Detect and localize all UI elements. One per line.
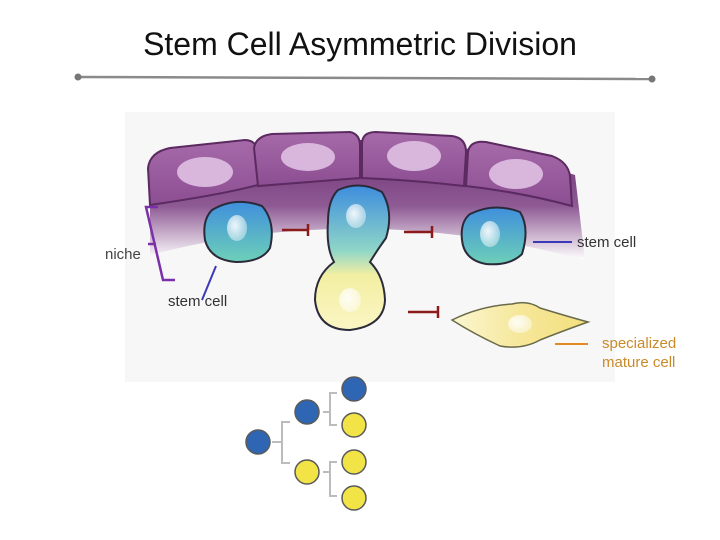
title-underline xyxy=(74,73,656,83)
tree-differentiated-cell xyxy=(341,412,367,438)
specialized-mature-cell-label: specialized mature cell xyxy=(602,335,677,371)
page-title: Stem Cell Asymmetric Division xyxy=(143,26,577,62)
dividing-cell xyxy=(313,184,391,332)
stem-cell-nucleus xyxy=(227,215,247,241)
tree-stem-cell xyxy=(245,429,271,455)
stem-cell-left-pointer xyxy=(201,265,217,301)
tree-connectors xyxy=(272,392,337,497)
niche-label: niche xyxy=(105,246,141,263)
niche-cell-nucleus xyxy=(489,159,543,189)
stem-cell-left-label: stem cell xyxy=(168,293,228,310)
arrow-icon xyxy=(404,226,434,238)
arrow-icon xyxy=(282,224,310,236)
stem-cell-right-label: stem cell xyxy=(577,234,637,251)
arrow-icon xyxy=(408,306,440,318)
tree-differentiated-cell xyxy=(294,459,320,485)
niche-cell-nucleus xyxy=(387,141,441,171)
division-arrows xyxy=(282,224,440,318)
niche-cell-nucleus xyxy=(281,143,335,171)
tree-stem-cell xyxy=(294,399,320,425)
mature-cell-nucleus xyxy=(508,315,532,333)
niche-cell-nucleus xyxy=(177,157,233,187)
tree-differentiated-cell xyxy=(341,485,367,511)
tree-stem-cell xyxy=(341,376,367,402)
lineage-tree xyxy=(245,376,367,511)
dividing-cell-nucleus-top xyxy=(346,204,366,228)
niche-top-cells xyxy=(146,130,574,208)
tree-differentiated-cell xyxy=(341,449,367,475)
dividing-cell-nucleus-bottom xyxy=(339,288,361,312)
stem-cell-nucleus xyxy=(480,221,500,247)
